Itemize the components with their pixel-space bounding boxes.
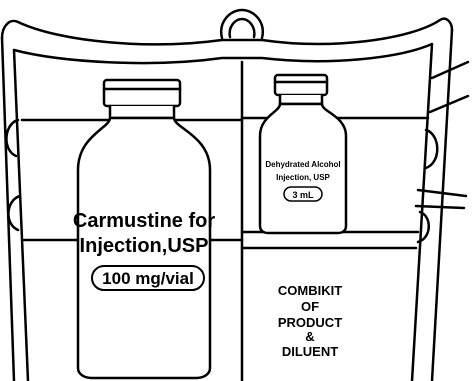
diluent-volume-pill — [283, 186, 323, 202]
diluent-name-line1: Dehydrated Alcohol — [265, 160, 340, 169]
carmustine-strength-pill — [91, 265, 205, 291]
carmustine-vial-neck — [108, 104, 176, 120]
caption-line4: & — [305, 329, 314, 344]
tray-right-tabs — [414, 60, 470, 210]
carmustine-vial-body — [76, 116, 212, 380]
tray-inner-rim — [12, 42, 434, 65]
diluent-vial-body — [258, 102, 348, 235]
caption-line5: DILUENT — [282, 344, 338, 359]
caption-line2: OF — [301, 299, 319, 314]
kit-caption: COMBIKIT OF PRODUCT & DILUENT — [278, 283, 342, 359]
carmustine-vial: Carmustine for Injection,USP 100 mg/vial — [73, 78, 215, 380]
tray-outer-rim — [0, 17, 454, 46]
diluent-volume: 3 mL — [292, 190, 314, 200]
tray-right-side — [430, 28, 454, 381]
carmustine-name-line2: Injection,USP — [80, 235, 209, 257]
diluent-name-line2: Injection, USP — [276, 173, 330, 182]
packaging-tray — [0, 8, 470, 381]
diluent-vial-cap — [273, 73, 329, 97]
diluent-vial-neck — [278, 93, 324, 106]
carmustine-vial-cap — [102, 78, 182, 108]
carmustine-strength: 100 mg/vial — [102, 269, 194, 288]
diluent-vial: Dehydrated Alcohol Injection, USP 3 mL — [258, 73, 348, 235]
carmustine-name-line1: Carmustine for — [73, 210, 215, 232]
tray-hook — [219, 8, 265, 40]
tray-right-bumps — [416, 128, 439, 244]
tray-left-bumps — [5, 118, 22, 232]
caption-line1: COMBIKIT — [278, 283, 342, 298]
caption-line3: PRODUCT — [278, 315, 342, 330]
